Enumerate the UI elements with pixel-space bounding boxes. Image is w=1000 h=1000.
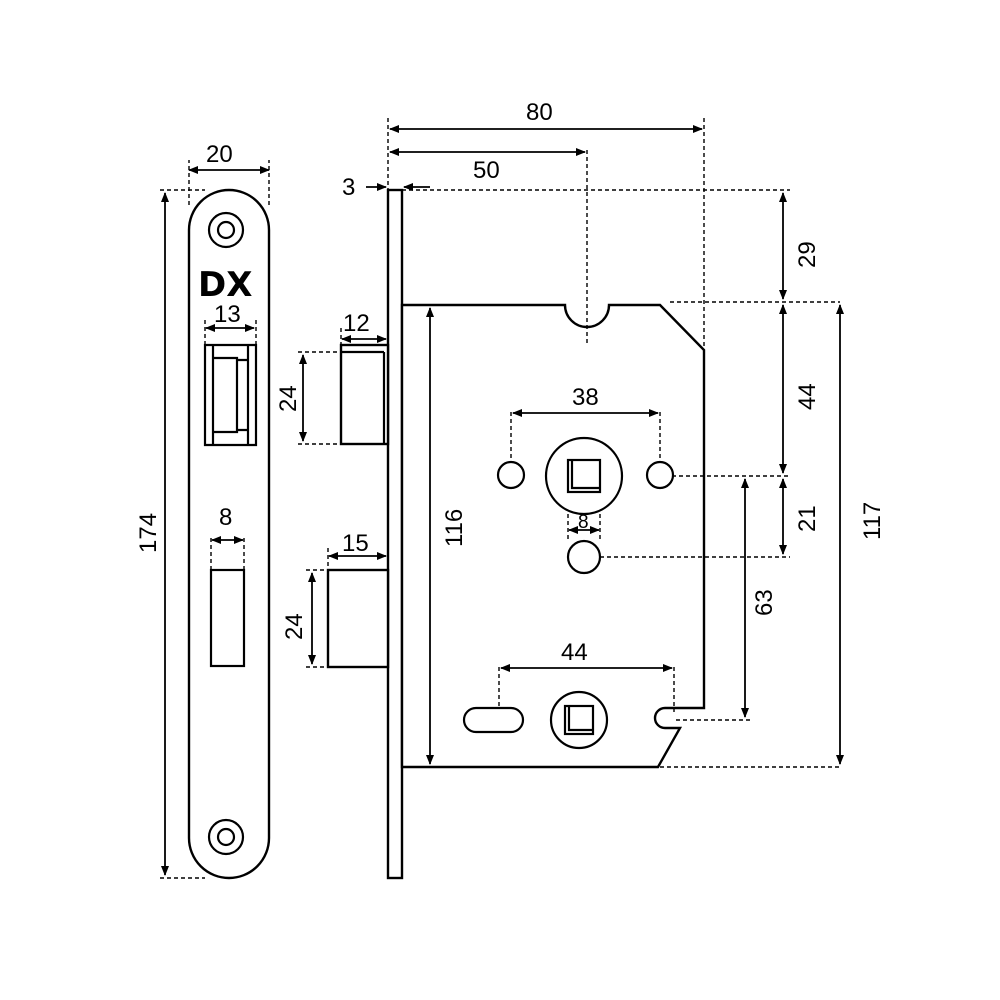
faceplate-front-view: DX 20 174 13 8 (135, 141, 271, 880)
cylinder-follower-icon (549, 690, 609, 750)
latch-bolt (339, 343, 390, 446)
dim-overall-depth: 80 (526, 99, 553, 126)
dim-forend-thickness: 3 (342, 174, 355, 201)
dim-bolt-projection: 15 (342, 530, 369, 557)
left-handle-hole-icon (496, 460, 526, 490)
dim-latch-height: 24 (275, 385, 302, 412)
right-handle-hole-icon (645, 460, 675, 490)
dim-follower-square: 8 (578, 512, 589, 533)
dim-handle-holes-spacing: 38 (572, 384, 599, 411)
dim-backset: 50 (473, 157, 500, 184)
dim-bolt-opening-width: 8 (219, 504, 232, 531)
dim-lower-holes-spacing: 44 (561, 639, 588, 666)
brand-logo: DX (198, 265, 252, 305)
dim-latch-projection: 12 (343, 310, 370, 337)
dim-case-height-right: 117 (859, 502, 886, 540)
follower-icon (544, 436, 624, 516)
top-screw-hole-icon (207, 211, 245, 249)
lock-side-view: 80 50 3 12 24 15 24 116 38 (275, 99, 886, 880)
dim-faceplate-height: 174 (135, 513, 162, 553)
latch-opening (203, 343, 258, 447)
dim-bolt-height: 24 (281, 613, 308, 640)
forend-plate (386, 188, 404, 880)
dim-case-top-to-follower: 44 (794, 383, 821, 410)
dim-latch-opening-width: 13 (214, 301, 241, 328)
bottom-screw-hole-icon (207, 818, 245, 856)
dim-follower-to-spindle: 21 (794, 505, 821, 532)
dim-faceplate-width: 20 (206, 141, 233, 168)
lock-case-outline (400, 303, 706, 769)
bolt-opening (209, 568, 246, 668)
dim-follower-to-lower: 63 (751, 589, 778, 616)
dim-top-to-case: 29 (794, 241, 821, 268)
slot-hole-icon (462, 706, 525, 734)
dim-case-height: 116 (441, 509, 468, 547)
dead-bolt (326, 568, 390, 669)
